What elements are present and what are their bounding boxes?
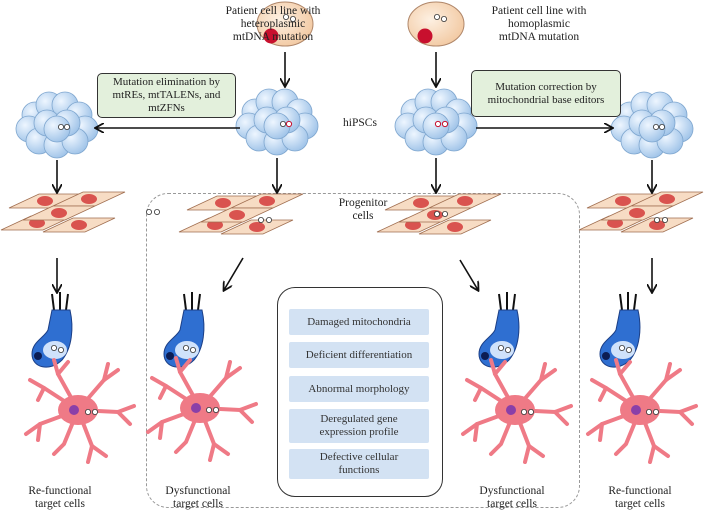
hipsc-heteroplasmic xyxy=(235,88,319,156)
neuron-left xyxy=(24,358,136,464)
neuron-dys-right xyxy=(461,358,573,464)
corrected-hipsc-left xyxy=(15,91,99,159)
progenitor-sheet-1 xyxy=(1,192,161,232)
patient-cell-homoplasmic xyxy=(407,1,465,47)
flow-arrows xyxy=(57,52,652,292)
defect-item: Deregulated gene expression profile xyxy=(289,409,429,443)
hipsc-homoplasmic xyxy=(394,88,478,156)
neuron-dys-left xyxy=(146,356,258,462)
ciliated-cell-dys-left xyxy=(163,291,205,369)
label-refunctional-left: Re-functional target cells xyxy=(28,485,92,510)
label-dysfunctional-right: Dysfunctional target cells xyxy=(479,485,545,510)
defect-item: Abnormal morphology xyxy=(289,376,429,402)
mutation-elimination-box: Mutation elimination by mtREs, mtTALENs,… xyxy=(97,73,236,118)
label-progenitor-cells: Progenitor cells xyxy=(338,197,388,222)
label-dysfunctional-left: Dysfunctional target cells xyxy=(165,485,231,510)
defect-item: Deficient differentiation xyxy=(289,342,429,368)
ciliated-cell-dys-right xyxy=(478,291,520,369)
defects-panel: Damaged mitochondria Deficient different… xyxy=(277,287,443,497)
ciliated-cell-left xyxy=(31,291,73,369)
label-patient-heteroplasmic: Patient cell line with heteroplasmic mtD… xyxy=(225,5,321,43)
progenitor-sheet-2 xyxy=(179,194,303,234)
label-patient-homoplasmic: Patient cell line with homoplasmic mtDNA… xyxy=(491,5,587,43)
progenitor-sheet-4 xyxy=(579,192,703,232)
label-hipscs: hiPSCs xyxy=(343,117,377,129)
defect-item: Defective cellular functions xyxy=(289,449,429,479)
corrected-hipsc-right xyxy=(610,91,694,159)
progenitor-dashed-region xyxy=(146,193,580,508)
mutation-correction-box: Mutation correction by mitochondrial bas… xyxy=(471,70,621,117)
patient-cell-heteroplasmic xyxy=(256,1,314,47)
neuron-right xyxy=(586,358,698,464)
label-refunctional-right: Re-functional target cells xyxy=(608,485,672,510)
ciliated-cell-right xyxy=(599,291,641,369)
defect-item: Damaged mitochondria xyxy=(289,309,429,335)
